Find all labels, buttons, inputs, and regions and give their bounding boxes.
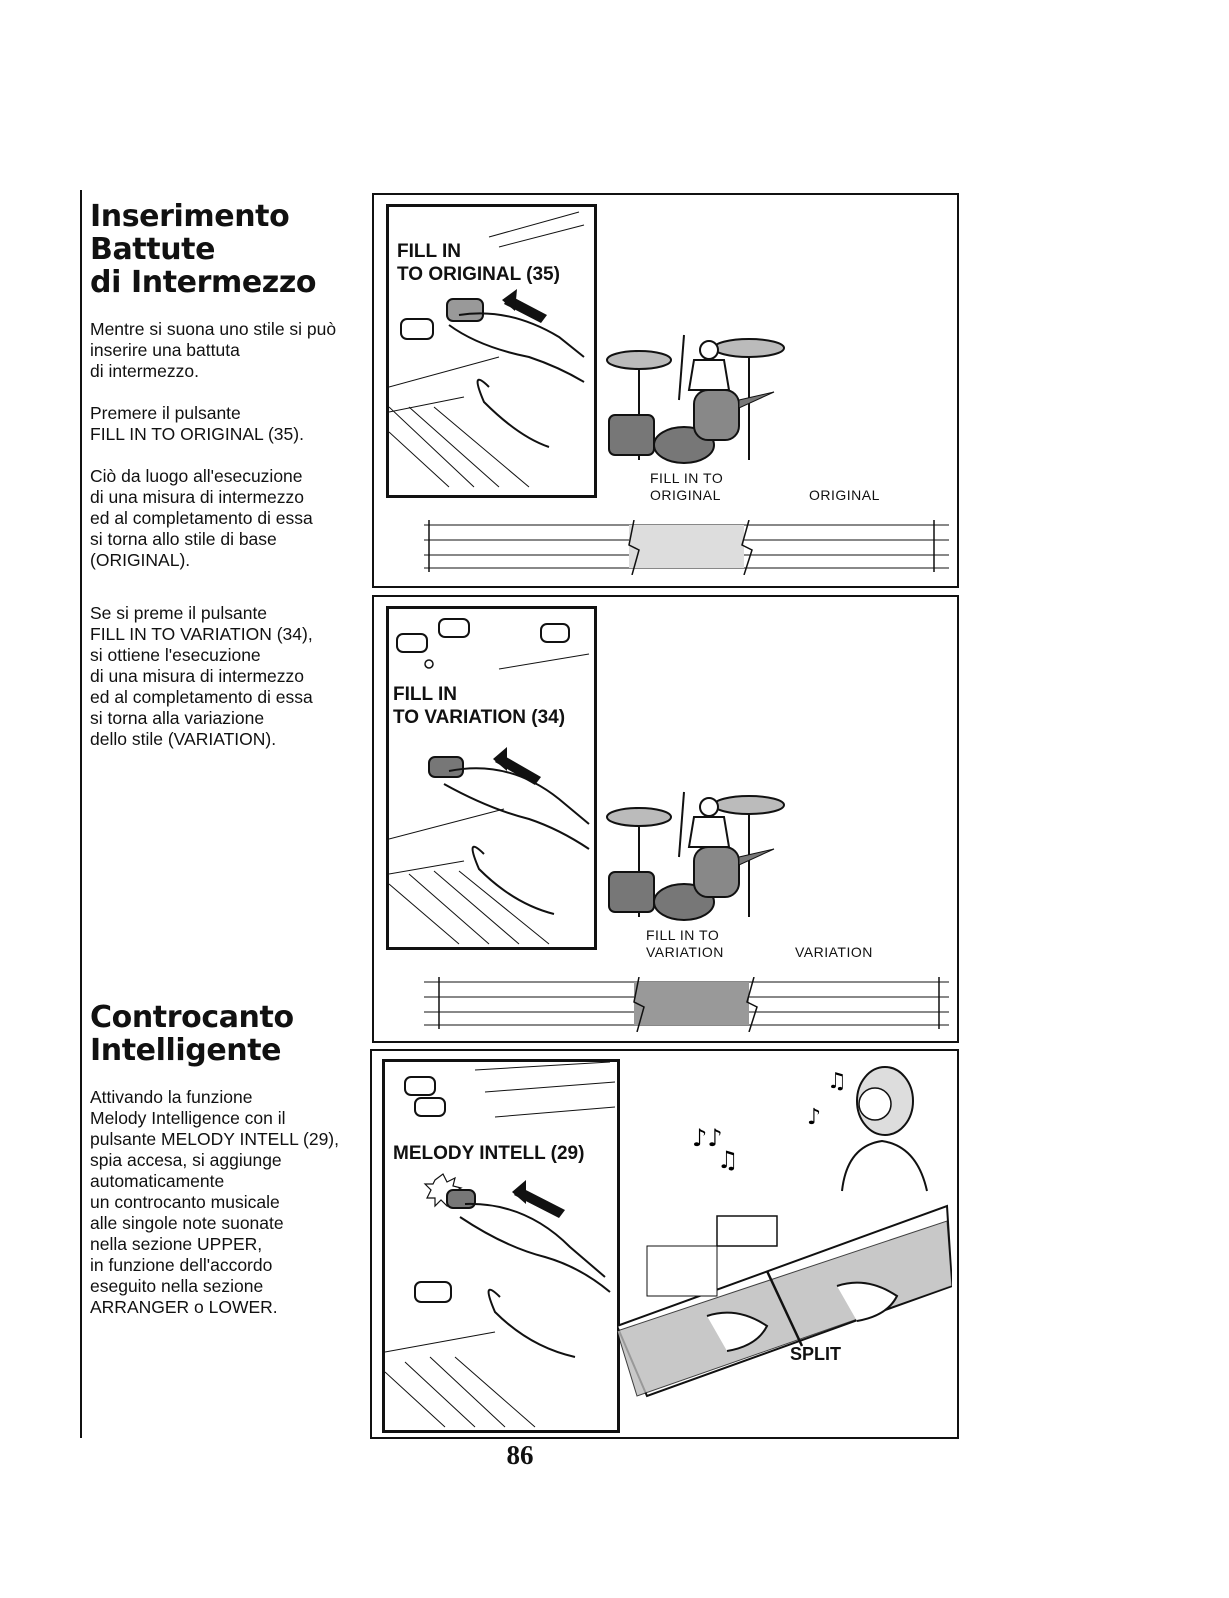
- figure-fill-in-variation: FILL IN TO VARIATION (34): [372, 595, 959, 1043]
- left-margin-rule: [80, 190, 82, 1438]
- paragraph-melody: Attivando la funzione Melody Intelligenc…: [90, 1087, 339, 1317]
- hand-pressing-melody-illustration: [385, 1062, 616, 1428]
- section-fill-in: Inserimento Battute di Intermezzo Mentre…: [90, 200, 370, 571]
- svg-text:♫: ♫: [827, 1069, 847, 1094]
- section-melody: Controcanto Intelligente Attivando la fu…: [90, 1001, 370, 1318]
- caption-fill-variation: FILL IN TO VARIATION: [646, 927, 724, 960]
- button-label-melody: MELODY INTELL (29): [393, 1143, 585, 1164]
- svg-text:♫: ♫: [717, 1146, 739, 1174]
- svg-text:♪♪: ♪♪: [692, 1124, 723, 1152]
- hand-pressing-variation-illustration: [389, 618, 590, 945]
- button-closeup-original: FILL IN TO ORIGINAL (35): [386, 204, 597, 498]
- paragraph-press-button: Premere il pulsante FILL IN TO ORIGINAL …: [90, 403, 304, 444]
- button-label-original: FILL IN TO ORIGINAL (35): [397, 241, 560, 285]
- caption-original: ORIGINAL: [809, 487, 880, 503]
- keyboard-player-illustration: ♫ ♪ ♪♪ ♫: [617, 1066, 952, 1398]
- page-number: 86: [506, 1440, 534, 1470]
- caption-variation: VARIATION: [795, 944, 873, 960]
- drummer-variation-illustration: [606, 791, 785, 921]
- hand-pressing-button-illustration: [389, 211, 585, 488]
- button-label-variation: FILL IN TO VARIATION (34): [393, 684, 566, 728]
- split-label: SPLIT: [790, 1344, 842, 1364]
- button-closeup-variation: FILL IN TO VARIATION (34): [386, 606, 597, 950]
- caption-fill-original: FILL IN TO ORIGINAL: [650, 470, 724, 503]
- svg-text:♪: ♪: [807, 1105, 821, 1130]
- staff-timeline-original: [424, 520, 949, 575]
- button-closeup-melody: MELODY INTELL (29): [382, 1059, 620, 1433]
- section-fill-variation: Se si preme il pulsante FILL IN TO VARIA…: [90, 603, 370, 750]
- staff-timeline-variation: [424, 977, 949, 1032]
- section-title-fill-in: Inserimento Battute di Intermezzo: [90, 199, 317, 300]
- paragraph-variation: Se si preme il pulsante FILL IN TO VARIA…: [90, 603, 313, 749]
- section-title-melody: Controcanto Intelligente: [90, 1000, 294, 1068]
- figure-fill-in-original: FILL IN TO ORIGINAL (35): [372, 193, 959, 588]
- figure-melody-intell: MELODY INTELL (29) ♫ ♪ ♪♪ ♫: [370, 1049, 959, 1439]
- drummer-illustration: [606, 334, 785, 464]
- paragraph-intro: Mentre si suona uno stile si può inserir…: [90, 319, 337, 381]
- paragraph-original: Ciò da luogo all'esecuzione di una misur…: [90, 466, 313, 570]
